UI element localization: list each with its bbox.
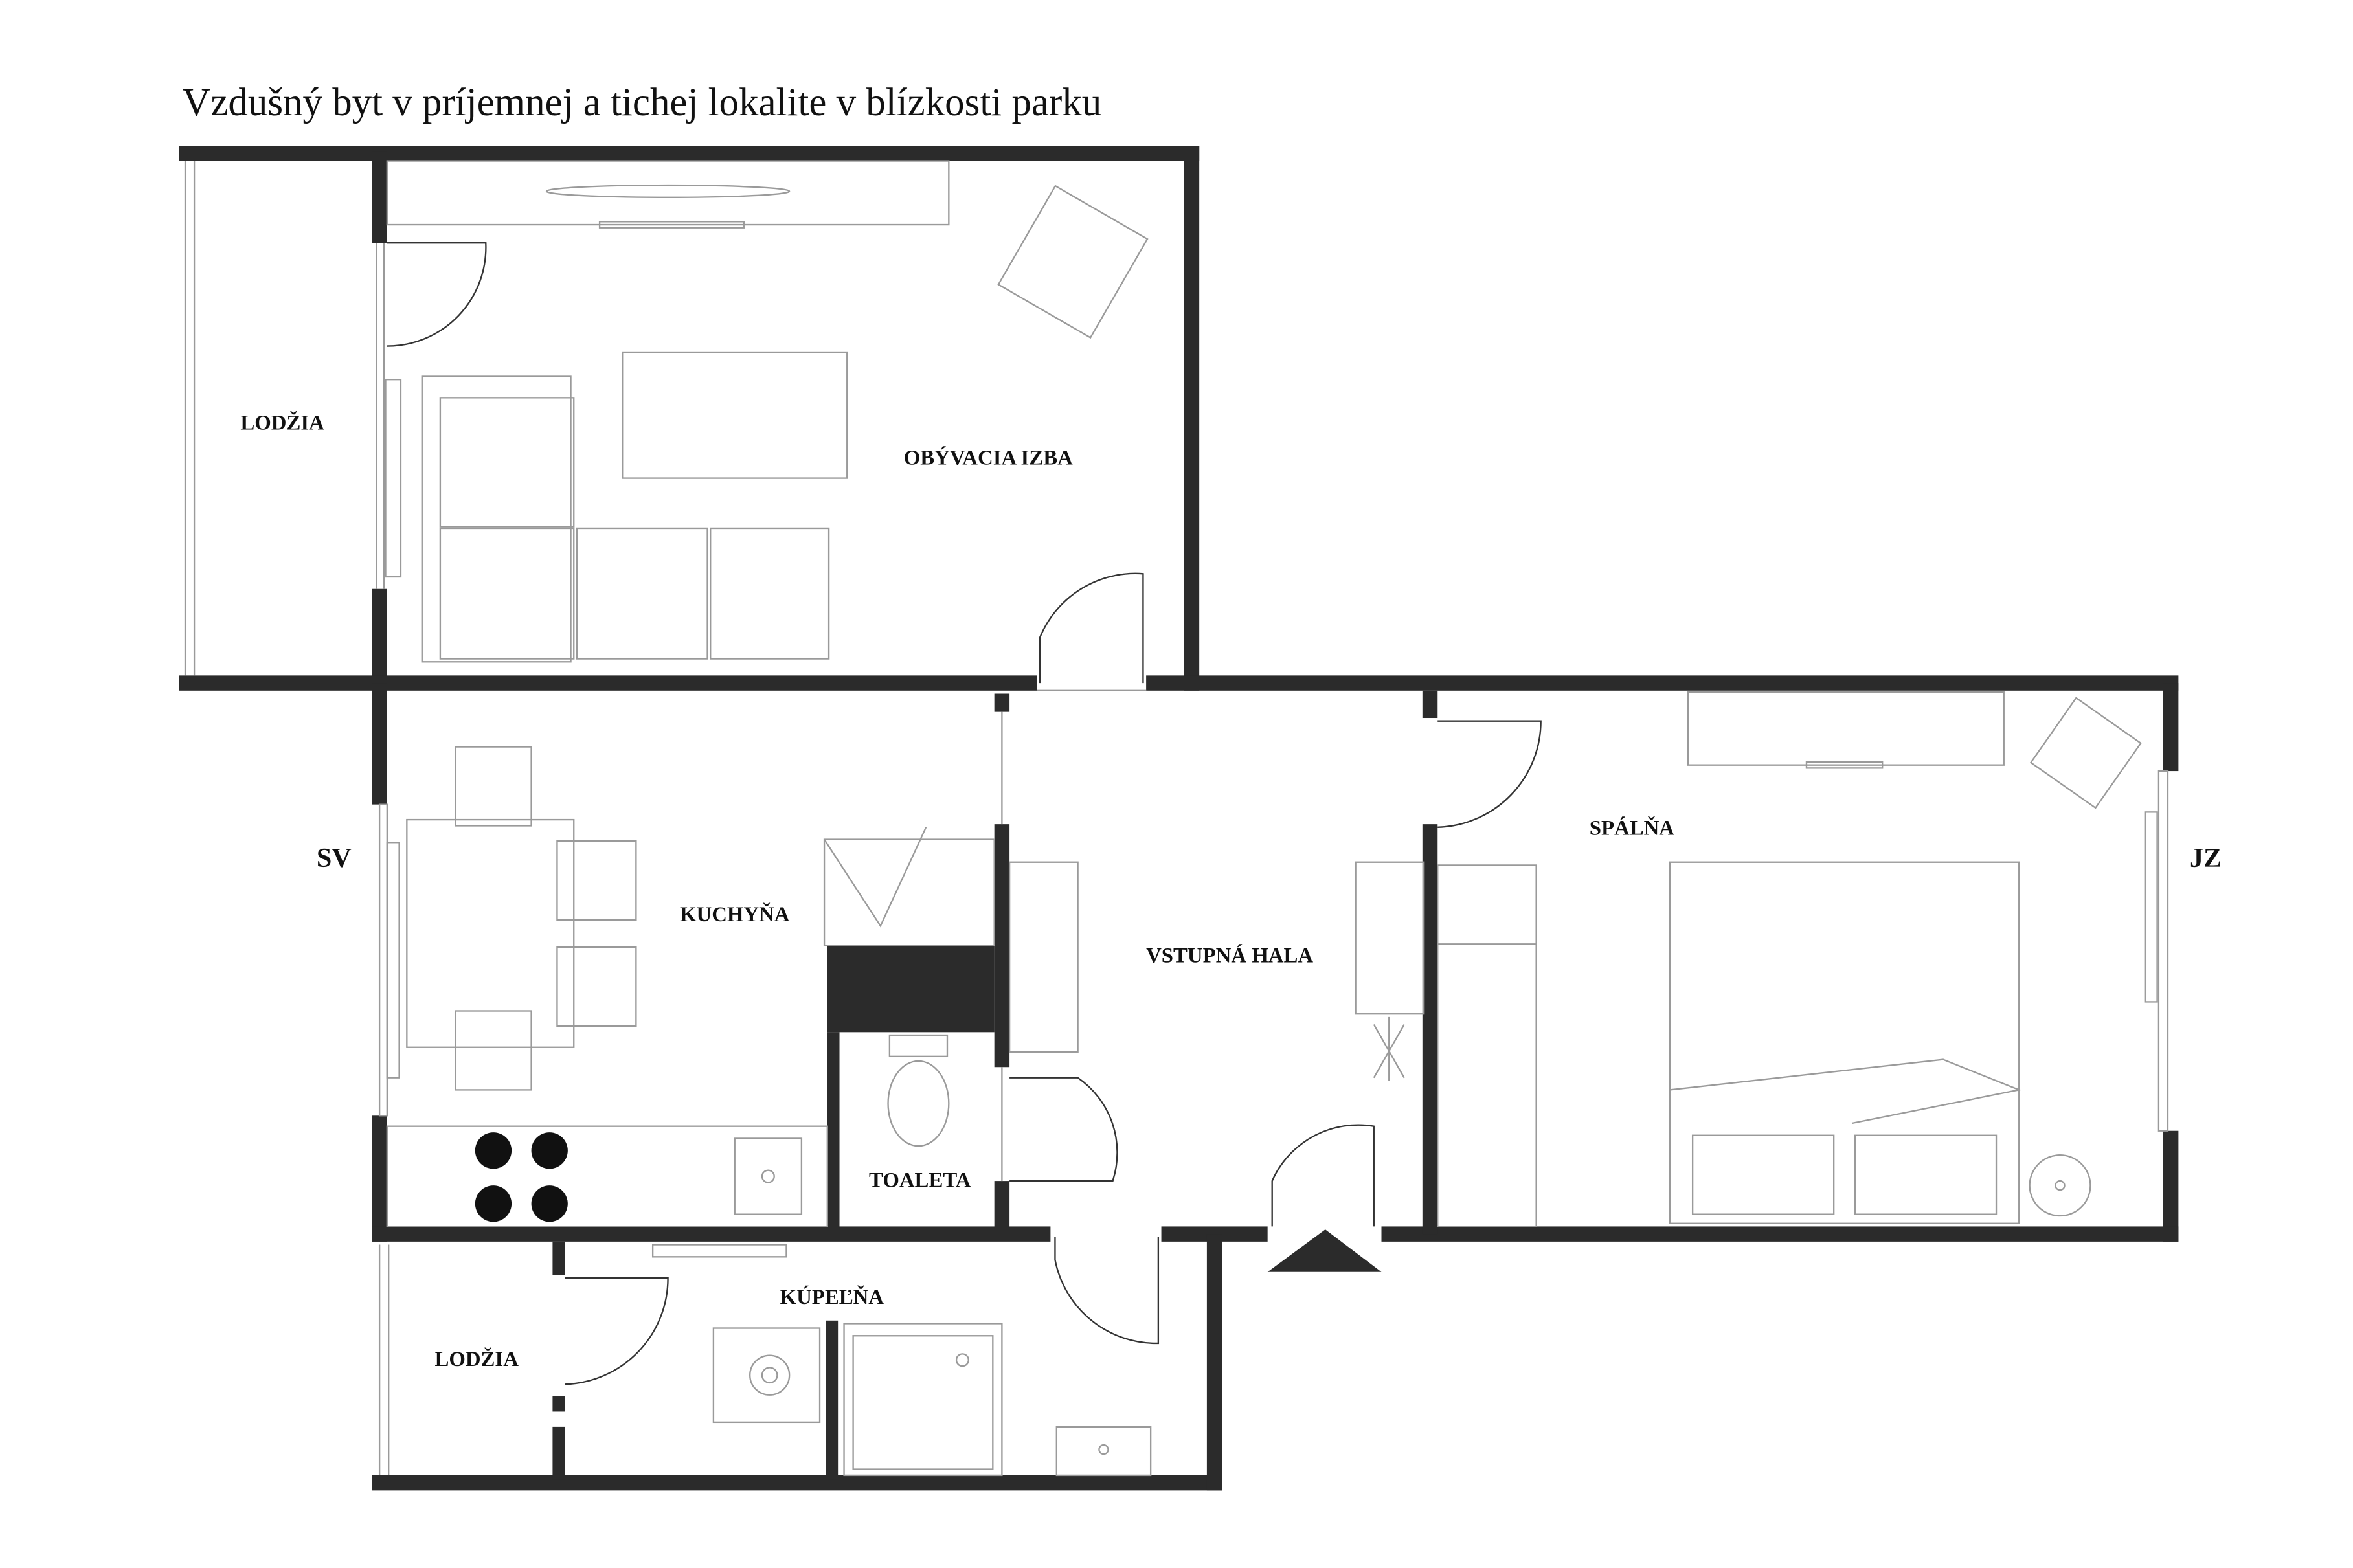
page-title: Vzdušný byt v príjemnej a tichej lokalit… — [182, 81, 1101, 124]
room-labels: LODŽIA OBÝVACIA IZBA KUCHYŇA VSTUPNÁ HAL… — [240, 410, 2222, 1372]
orientation-right: JZ — [2190, 843, 2222, 873]
room-label-lodzia-bottom: LODŽIA — [434, 1347, 519, 1371]
room-label-toilet: TOALETA — [869, 1169, 971, 1192]
walls — [179, 146, 2179, 1491]
room-label-hall: VSTUPNÁ HALA — [1146, 943, 1313, 967]
windows-doors — [184, 161, 2169, 1475]
room-label-bathroom: KÚPEĽŇA — [780, 1284, 884, 1309]
room-label-kitchen: KUCHYŇA — [680, 902, 790, 926]
orientation-left: SV — [317, 843, 352, 873]
room-label-living-room: OBÝVACIA IZBA — [904, 445, 1073, 469]
furniture — [386, 160, 2142, 1477]
entrance-arrow-icon — [1267, 1229, 1382, 1272]
room-label-bedroom: SPÁLŇA — [1590, 816, 1675, 840]
room-label-lodzia-top: LODŽIA — [240, 410, 324, 435]
